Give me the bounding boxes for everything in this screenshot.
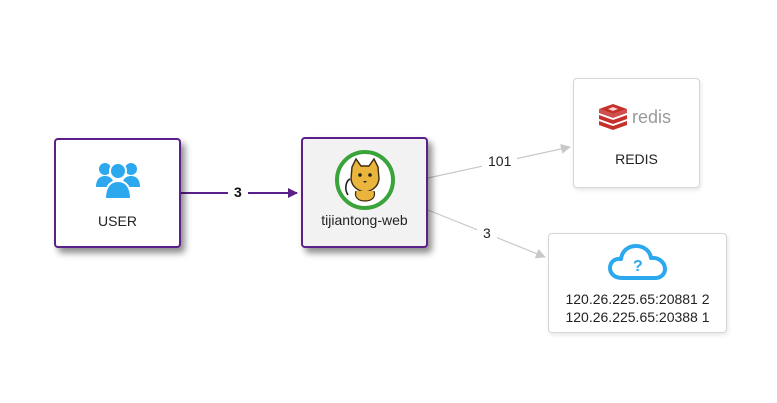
edge-label-web-redis: 101: [482, 153, 518, 169]
node-tijiantong-web[interactable]: tijiantong-web: [301, 137, 428, 248]
node-label-redis: REDIS: [615, 151, 658, 167]
node-label-user: USER: [98, 213, 137, 229]
cloud-question-icon: ?: [607, 244, 667, 280]
node-unknown-endpoints[interactable]: ? 120.26.225.65:20881 2 120.26.225.65:20…: [548, 233, 727, 333]
redis-logo-text: redis: [632, 107, 671, 127]
endpoint-line-1: 120.26.225.65:20881 2: [565, 291, 710, 307]
users-icon: [95, 162, 140, 199]
edge-label-web-unknown: 3: [477, 225, 497, 241]
edge-label-user-web: 3: [228, 184, 248, 200]
node-redis[interactable]: redis REDIS: [573, 78, 700, 188]
node-label-tijiantong-web: tijiantong-web: [321, 212, 408, 228]
node-user[interactable]: USER: [54, 138, 181, 248]
svg-text:?: ?: [633, 258, 643, 275]
tomcat-icon: [334, 150, 395, 210]
redis-logo-icon: redis: [598, 104, 671, 130]
endpoint-line-2: 120.26.225.65:20388 1: [565, 309, 710, 325]
node-label-unknown-endpoints: 120.26.225.65:20881 2 120.26.225.65:2038…: [549, 290, 726, 326]
